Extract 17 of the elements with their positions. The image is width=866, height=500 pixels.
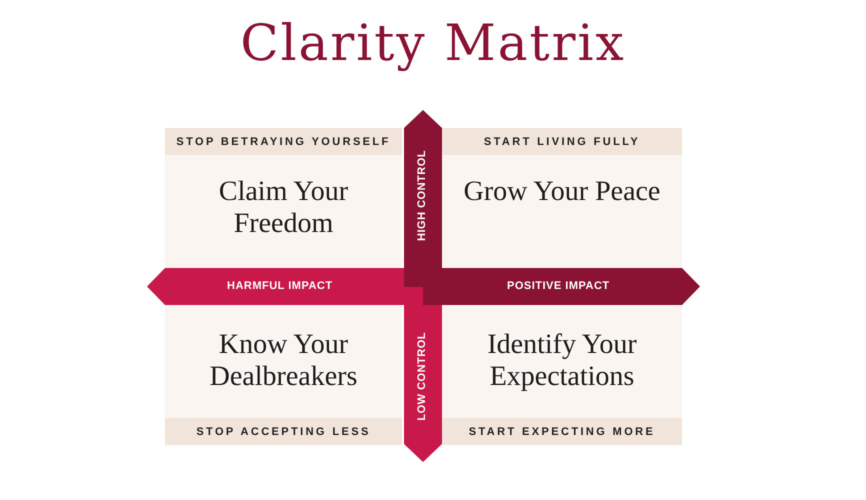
quadrant-subheading: START EXPECTING MORE (468, 426, 656, 438)
quadrant-heading: Know Your Dealbreakers (208, 329, 358, 393)
quadrant-card (442, 305, 682, 445)
quadrant-heading: Identify Your Expectations (486, 329, 638, 393)
axis-label: HARMFUL IMPACT (227, 280, 333, 292)
quadrant-subheading: STOP ACCEPTING LESS (196, 426, 371, 438)
quadrant-card (442, 128, 682, 268)
quadrant-card (165, 128, 402, 268)
axis-label: HIGH CONTROL (416, 150, 428, 241)
quadrant-subheading: STOP BETRAYING YOURSELF (176, 136, 391, 148)
axis-label: POSITIVE IMPACT (507, 280, 610, 292)
title: Clarity Matrix (239, 14, 627, 72)
quadrant-heading: Claim Your Freedom (218, 176, 350, 240)
quadrant-subheading: START LIVING FULLY (484, 136, 640, 148)
quadrant-heading: Grow Your Peace (462, 176, 662, 208)
axis-label: LOW CONTROL (416, 332, 428, 421)
quadrant-card (165, 305, 402, 445)
